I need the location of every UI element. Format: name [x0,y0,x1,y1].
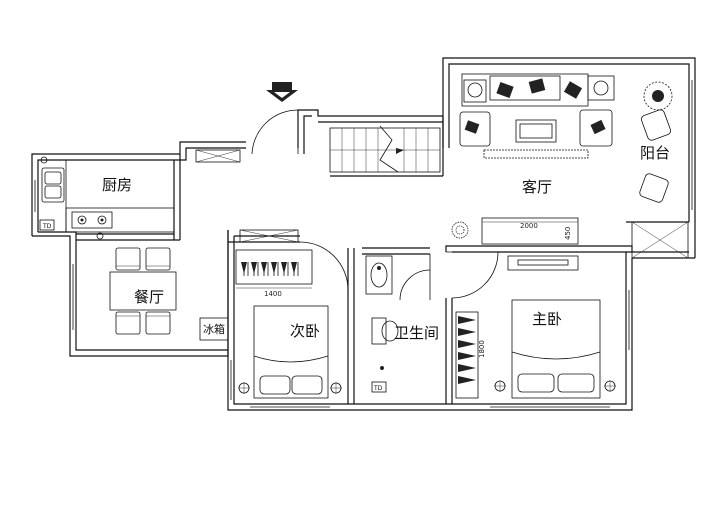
dim-wardrobe-label: 1400 [264,290,282,298]
interior-walls [76,116,633,404]
entry-arrow-icon [266,82,298,102]
master-wardrobe: 1800 [455,311,486,399]
room-label-master-bedroom: 主卧 [532,310,562,328]
balcony-plant-icon [643,81,673,111]
room-label-kitchen: 厨房 [102,176,132,194]
living-tv-cabinet: 2000 450 [481,217,579,245]
kitchen-fixtures: TD [37,156,175,240]
room-label-living: 客厅 [522,178,552,196]
dining-table [109,247,177,335]
second-bedroom-wardrobe: 1400 [235,249,313,298]
second-bedroom-bed [238,305,342,399]
fridge: 冰箱 [199,317,229,341]
dim-wardrobe-master-label: 1800 [478,340,486,358]
master-bed [494,299,616,399]
fridge-label: 冰箱 [203,322,225,336]
dim-tv-depth-label: 450 [564,227,572,240]
doors [251,109,500,301]
room-label-balcony: 阳台 [640,144,670,162]
room-label-second-bedroom: 次卧 [290,322,320,340]
room-label-dining: 餐厅 [134,288,164,306]
staircase [329,125,441,173]
master-tv-cabinet [507,255,579,271]
windows [34,80,693,408]
room-label-bathroom: 卫生间 [394,324,439,342]
balcony-chairs [639,109,671,203]
living-sofa [459,73,615,159]
td-kitchen-label: TD [42,223,52,230]
room-labels: 厨房 餐厅 客厅 阳台 次卧 卫生间 主卧 [102,144,670,342]
plant-icon [451,221,469,239]
dim-tv-label: 2000 [520,222,538,230]
td-bath-label: TD [373,385,383,392]
bathroom-fixtures: TD [365,255,399,393]
